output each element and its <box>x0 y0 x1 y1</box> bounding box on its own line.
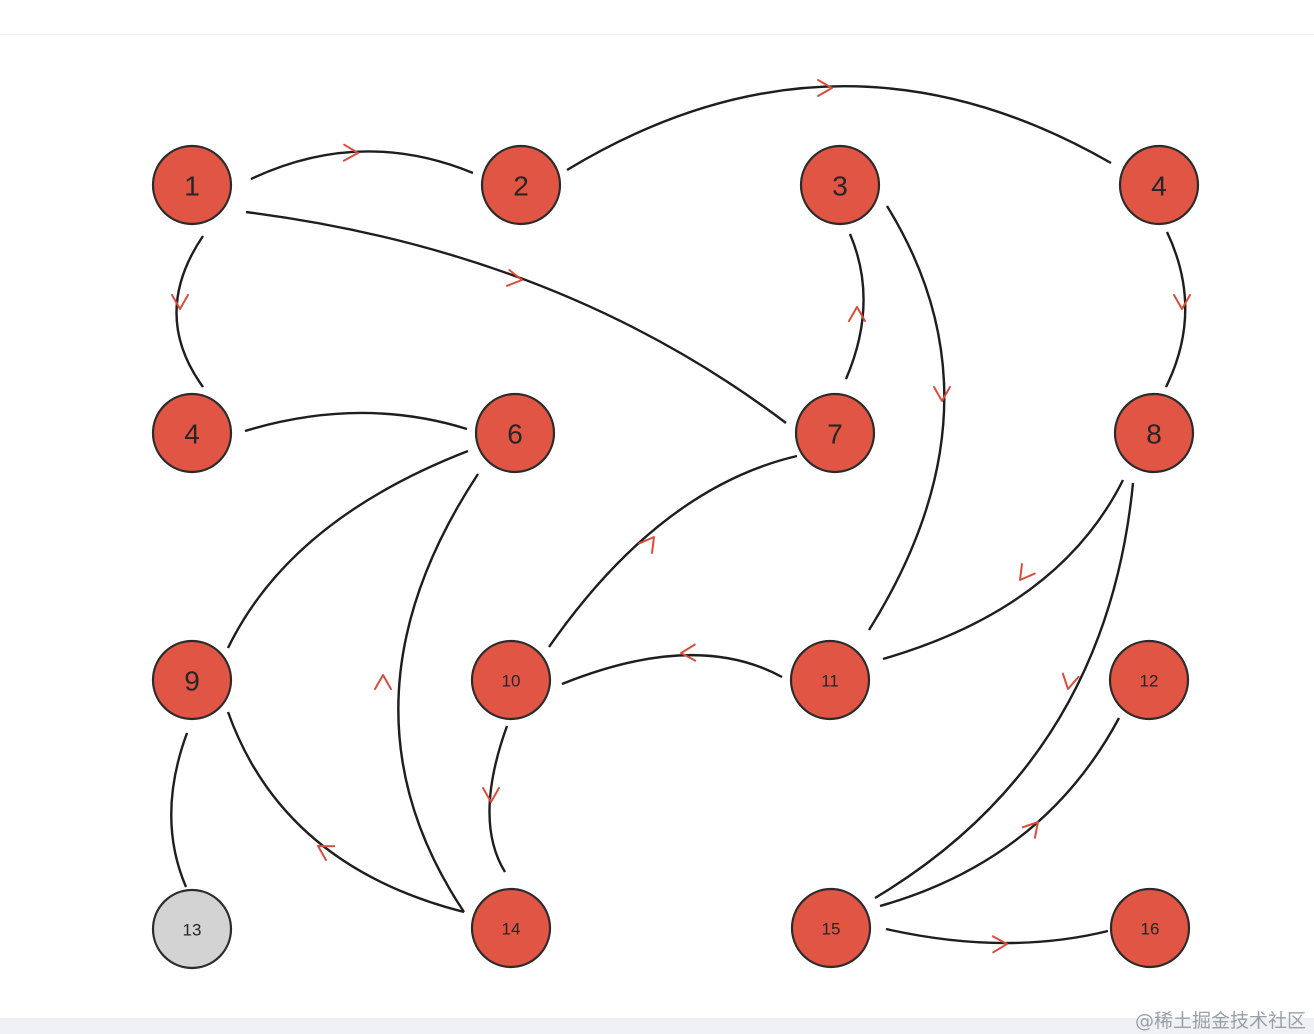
node-label: 14 <box>502 920 521 939</box>
node-label: 7 <box>827 419 843 450</box>
arrow-icon <box>317 845 336 861</box>
watermark-text: @稀土掘金技术社区 <box>1134 1010 1306 1032</box>
arrows-layer <box>171 79 1191 954</box>
edge-n3-n11 <box>867 205 946 631</box>
node-label: 10 <box>502 672 521 691</box>
edges-layer <box>170 85 1187 945</box>
arrow-icon <box>1021 821 1039 839</box>
node-label: 13 <box>183 921 202 940</box>
node-circle <box>151 639 233 721</box>
node-circle <box>789 639 871 721</box>
top-divider <box>0 34 1314 35</box>
edge-n7-n3 <box>844 233 865 380</box>
node-circle <box>1108 639 1190 721</box>
edge-n11-n10 <box>561 654 783 686</box>
edge-n8-n11 <box>882 479 1125 661</box>
node-n11: 11 <box>789 639 871 721</box>
node-n2: 2 <box>480 144 562 226</box>
edge-n10-n7 <box>548 454 798 648</box>
node-label: 2 <box>513 171 529 202</box>
node-circle <box>151 144 233 226</box>
node-label: 4 <box>1151 171 1167 202</box>
edge-n10-n14 <box>488 725 509 873</box>
node-n12: 12 <box>1108 639 1190 721</box>
arrow-icon <box>817 79 833 97</box>
node-circle <box>1118 144 1200 226</box>
arrow-icon <box>342 143 359 162</box>
edge-n15-n12 <box>879 717 1121 908</box>
node-label: 4 <box>184 419 200 450</box>
arrow-icon <box>848 306 866 322</box>
node-label: 16 <box>1141 920 1160 939</box>
node-n3: 3 <box>799 144 881 226</box>
node-n16: 16 <box>1109 887 1191 969</box>
node-n7: 7 <box>794 392 876 474</box>
arrow-icon <box>374 674 392 690</box>
node-label: 15 <box>822 920 841 939</box>
node-circle <box>474 392 556 474</box>
edge-n15-n16 <box>885 927 1109 945</box>
arrow-icon <box>482 787 500 803</box>
node-circle <box>794 392 876 474</box>
node-label: 11 <box>821 672 839 691</box>
node-n13: 13 <box>151 888 233 970</box>
node-circle <box>470 639 552 721</box>
node-n10: 10 <box>470 639 552 721</box>
arrow-icon <box>506 269 523 287</box>
node-n14: 14 <box>470 887 552 969</box>
node-circle <box>470 887 552 969</box>
node-n9: 9 <box>151 639 233 721</box>
node-n4a: 4 <box>1118 144 1200 226</box>
node-label: 9 <box>184 666 200 697</box>
edge-n1-n7 <box>245 210 787 424</box>
node-n8: 8 <box>1113 392 1195 474</box>
node-label: 6 <box>507 419 523 450</box>
edge-n4a-n8 <box>1164 231 1187 388</box>
edge-n4b-n6 <box>244 411 468 433</box>
node-circle <box>480 144 562 226</box>
arrow-icon <box>1061 672 1080 690</box>
node-n6: 6 <box>474 392 556 474</box>
arrow-icon <box>171 294 189 310</box>
edge-n9-n13 <box>170 732 189 888</box>
edge-n1-n4b <box>175 235 204 388</box>
node-n15: 15 <box>790 887 872 969</box>
node-circle <box>790 887 872 969</box>
arrow-icon <box>638 536 655 554</box>
edge-n14-n9 <box>226 711 465 914</box>
node-n1: 1 <box>151 144 233 226</box>
arrow-icon <box>1019 563 1036 581</box>
node-label: 12 <box>1140 672 1159 691</box>
node-circle <box>799 144 881 226</box>
arrow-icon <box>1173 294 1191 310</box>
node-circle <box>1109 887 1191 969</box>
bottom-band <box>0 1018 1314 1034</box>
node-circle <box>151 392 233 474</box>
edge-n6-n9 <box>226 449 469 649</box>
node-circle <box>1113 392 1195 474</box>
arrow-icon <box>991 935 1008 954</box>
arrow-icon <box>933 386 951 402</box>
node-label: 3 <box>832 171 848 202</box>
edge-n14-n6 <box>397 473 480 913</box>
edge-n2-n4a <box>566 85 1112 172</box>
node-label: 1 <box>184 171 200 202</box>
edge-n1-n2 <box>250 150 474 181</box>
node-circle <box>151 888 233 970</box>
node-label: 8 <box>1146 419 1162 450</box>
node-n4b: 4 <box>151 392 233 474</box>
edge-n8-n15 <box>874 482 1135 900</box>
arrow-icon <box>680 643 697 662</box>
